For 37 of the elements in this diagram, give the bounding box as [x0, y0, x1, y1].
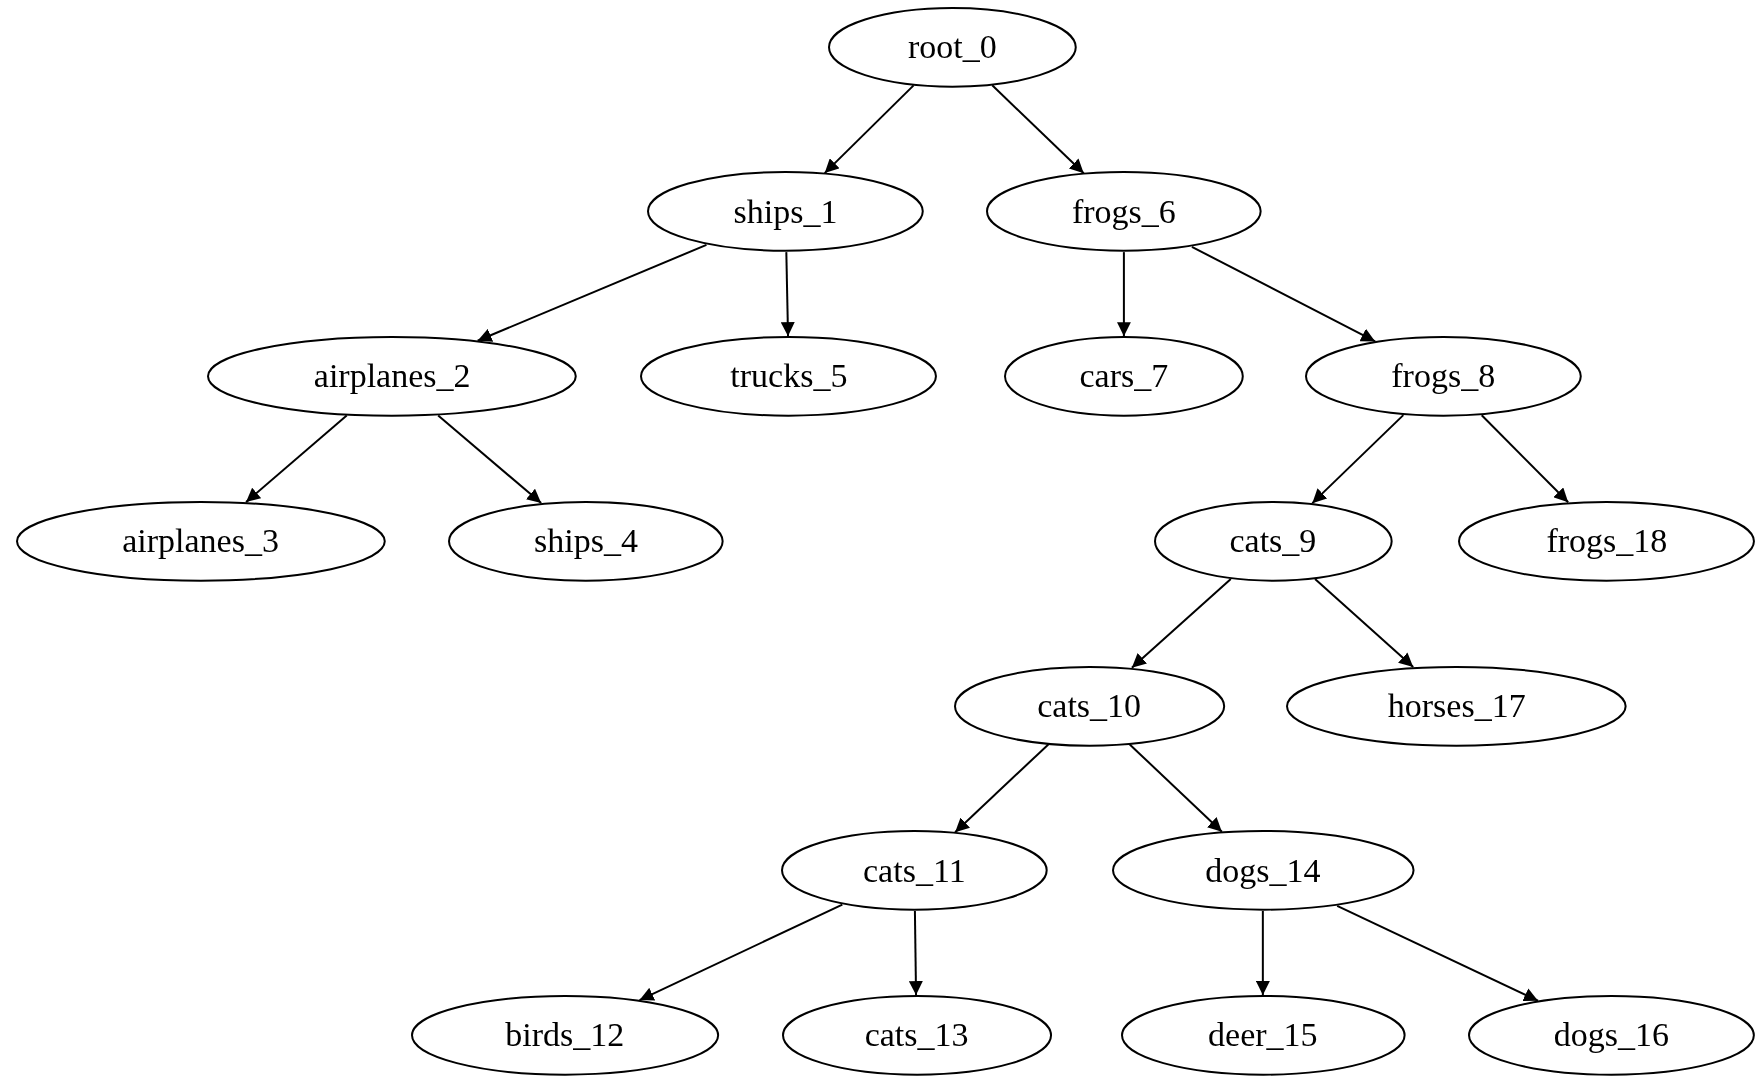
arrow [823, 84, 915, 175]
arrow [991, 84, 1085, 175]
node-label: deer_15 [1208, 1016, 1318, 1055]
node-label: trucks_5 [730, 357, 848, 396]
arrow [638, 903, 844, 1002]
arrow [437, 414, 543, 505]
arrow [1314, 577, 1415, 668]
arrow [245, 414, 348, 504]
node-label: cats_13 [864, 1016, 969, 1055]
node-label: horses_17 [1387, 686, 1526, 725]
node-label: ships_1 [733, 192, 838, 231]
arrow [1480, 414, 1570, 504]
node-label: dogs_14 [1205, 851, 1321, 890]
node-label: cars_7 [1079, 357, 1169, 396]
arrow [1336, 904, 1539, 1002]
node-label: frogs_8 [1391, 357, 1496, 396]
node-label: airplanes_3 [122, 522, 279, 561]
arrow [1311, 414, 1405, 505]
node-label: birds_12 [505, 1016, 625, 1055]
node-label: cats_11 [863, 851, 966, 890]
arrow [1130, 577, 1232, 669]
arrow [1128, 743, 1223, 833]
arrow [908, 910, 923, 997]
arrow [954, 743, 1050, 834]
arrow [1255, 910, 1270, 997]
arrow [1190, 245, 1377, 343]
arrow [476, 243, 708, 342]
node-label: cats_10 [1037, 686, 1142, 725]
node-label: dogs_16 [1553, 1016, 1669, 1055]
node-label: cats_9 [1229, 522, 1317, 561]
arrow [780, 251, 795, 338]
node-label: frogs_6 [1071, 192, 1176, 231]
node-label: ships_4 [534, 522, 638, 561]
node-label: airplanes_2 [313, 357, 471, 396]
node-label: frogs_18 [1546, 522, 1668, 561]
arrow [1116, 251, 1131, 338]
node-label: root_0 [908, 28, 997, 67]
